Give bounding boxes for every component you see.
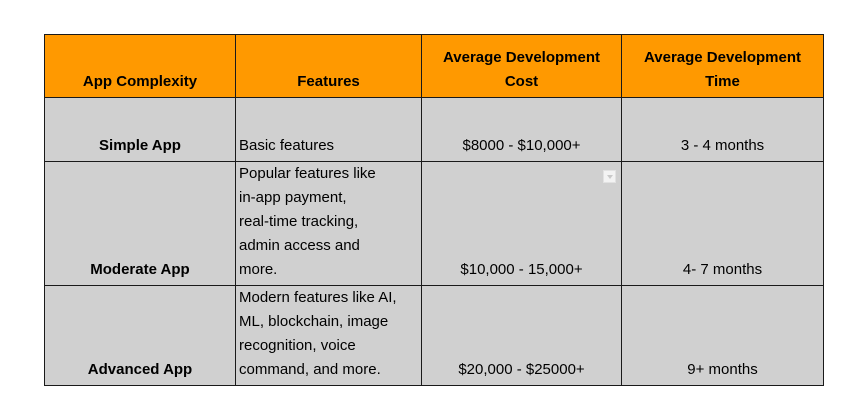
table-row: Advanced App Modern features like AI, ML…: [44, 285, 824, 386]
table-row: Simple App Basic features $8000 - $10,00…: [44, 97, 824, 162]
header-average-development-cost: Average Development Cost: [421, 34, 622, 98]
header-row: App Complexity Features Average Developm…: [44, 34, 824, 98]
header-features: Features: [235, 34, 422, 98]
features-cell: Popular features like in-app payment, re…: [235, 161, 422, 286]
time-cell: 3 - 4 months: [621, 97, 824, 162]
cost-cell: $10,000 - 15,000+: [421, 161, 622, 286]
complexity-cell: Moderate App: [44, 161, 236, 286]
time-cell: 4- 7 months: [621, 161, 824, 286]
cost-cell: $20,000 - $25000+: [421, 285, 622, 386]
complexity-cell: Simple App: [44, 97, 236, 162]
table-row: Moderate App Popular features like in-ap…: [44, 161, 824, 286]
header-app-complexity: App Complexity: [44, 34, 236, 98]
complexity-cell: Advanced App: [44, 285, 236, 386]
cost-cell: $8000 - $10,000+: [421, 97, 622, 162]
header-average-development-time: Average Development Time: [621, 34, 824, 98]
features-cell: Modern features like AI, ML, blockchain,…: [235, 285, 422, 386]
filter-icon[interactable]: [603, 170, 616, 183]
app-cost-table: App Complexity Features Average Developm…: [44, 34, 824, 386]
time-cell: 9+ months: [621, 285, 824, 386]
features-cell: Basic features: [235, 97, 422, 162]
